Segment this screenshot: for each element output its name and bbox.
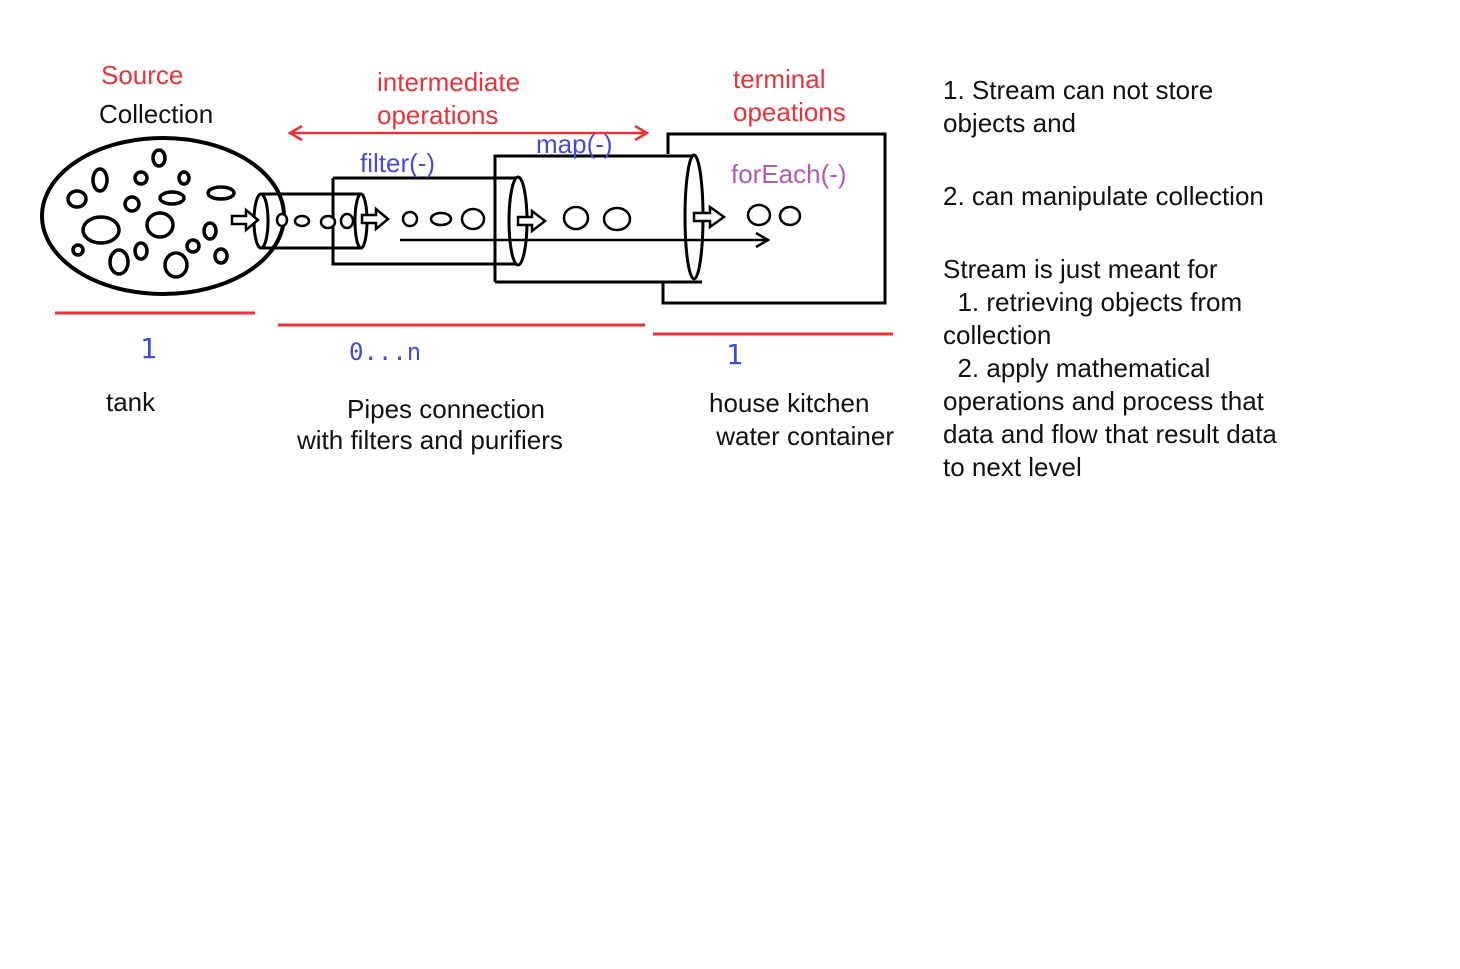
note-3-item2-line4: to next level <box>943 452 1082 482</box>
note-3-item2-line2: operations and process that <box>943 386 1264 416</box>
source-heading: Source <box>101 60 184 90</box>
kitchen-caption-line1: house kitchen <box>709 388 870 418</box>
terminal-heading-line2: opeations <box>733 97 846 127</box>
filter-label: filter(-) <box>360 148 436 178</box>
terminal-count: 1 <box>726 338 743 371</box>
pipes-caption-line1: Pipes connection <box>347 394 546 424</box>
note-3-item2-line1: 2. apply mathematical <box>943 353 1211 383</box>
foreach-label: forEach(-) <box>731 159 847 189</box>
tank-drawing <box>40 136 286 296</box>
tank-caption: tank <box>106 387 156 417</box>
hollow-arrows <box>230 204 727 234</box>
intermediate-count: 0...n <box>349 338 422 366</box>
flow-arrow <box>400 231 771 249</box>
note-2: 2. can manipulate collection <box>943 181 1264 211</box>
note-3-item2-line3: data and flow that result data <box>943 419 1277 449</box>
intermediate-range-arrow <box>287 124 650 142</box>
water-container-drawing <box>661 132 887 305</box>
section-underlines <box>55 311 893 336</box>
note-3-intro: Stream is just meant for <box>943 254 1218 284</box>
terminal-heading-line1: terminal <box>733 64 826 94</box>
connector-pipe-drawing <box>252 192 369 250</box>
flowing-objects <box>401 203 802 232</box>
note-3-item1-line2: collection <box>943 320 1052 350</box>
pipes-caption-line2: with filters and purifiers <box>297 425 563 455</box>
note-1-line2: objects and <box>943 108 1076 138</box>
collection-label: Collection <box>99 99 214 129</box>
note-1-line1: 1. Stream can not store <box>943 75 1214 105</box>
kitchen-caption-line2: water container <box>709 421 894 451</box>
stream-notes: 1. Stream can not store objects and 2. c… <box>943 74 1363 484</box>
intermediate-heading-line2: operations <box>377 100 499 130</box>
map-label: map(-) <box>536 129 613 159</box>
note-3-item1-line1: 1. retrieving objects from <box>943 287 1243 317</box>
source-count: 1 <box>140 332 157 365</box>
intermediate-heading-line1: intermediate <box>377 67 521 97</box>
